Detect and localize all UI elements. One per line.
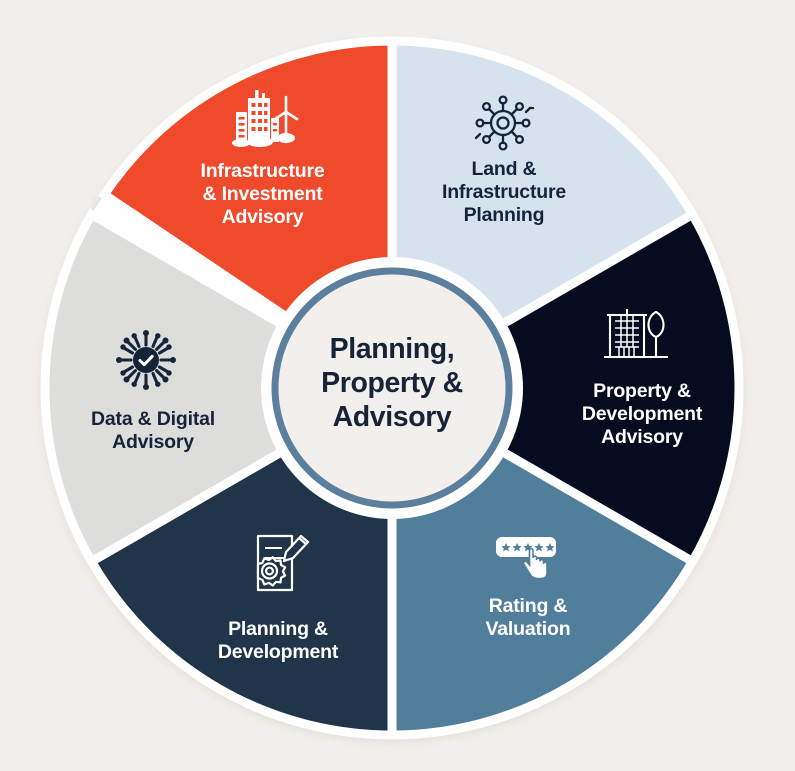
hub-circle[interactable]: [271, 267, 513, 509]
hub-label-line-3: Advisory: [332, 401, 452, 434]
hub-label-line-1: Planning,: [329, 333, 455, 365]
segment-data-digital-advisory[interactable]: [40, 208, 401, 568]
segment-property-development-advisory[interactable]: [383, 208, 744, 568]
hub-label-line-2: Property &: [321, 367, 463, 400]
hub-label[interactable]: Planning, Property & Advisory: [272, 332, 512, 435]
